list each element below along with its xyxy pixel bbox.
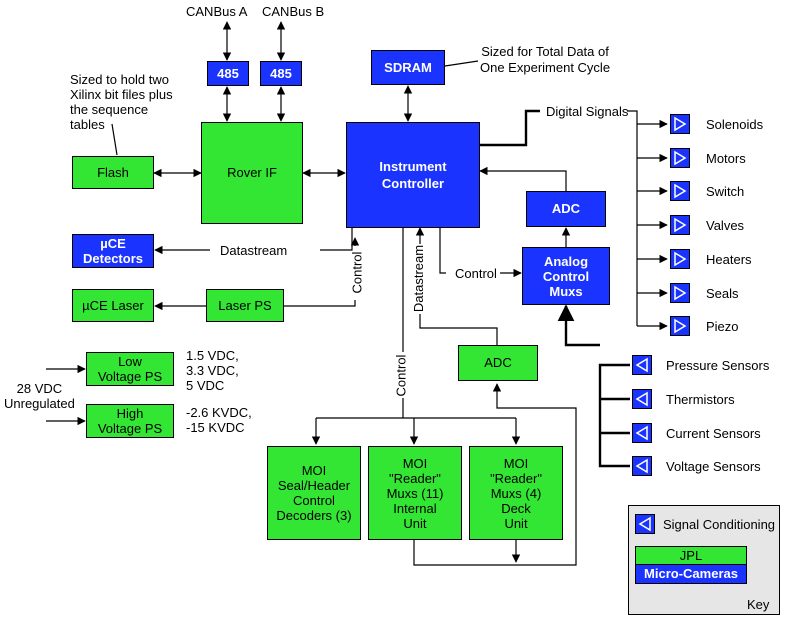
laser-ps-block: Laser PS: [206, 289, 284, 322]
triangle-left-icon: [635, 514, 655, 534]
triangle-left-icon: [632, 355, 652, 375]
rover-if-block: Rover IF: [201, 122, 303, 224]
triangle-right-icon: [670, 215, 690, 235]
output-label: Valves: [706, 218, 745, 233]
triangle-right-icon: [670, 283, 690, 303]
moi-seal-header-block: MOI Seal/Header Control Decoders (3): [267, 446, 361, 540]
control-label-right: Control: [455, 266, 497, 281]
instrument-controller-block: Instrument Controller: [346, 122, 480, 228]
low-voltage-ps-block: Low Voltage PS: [86, 352, 174, 386]
sensor-label: Current Sensors: [666, 426, 761, 441]
output-label: Motors: [706, 151, 746, 166]
triangle-right-icon: [670, 316, 690, 336]
uce-laser-block: µCE Laser: [72, 289, 154, 322]
flash-block: Flash: [72, 156, 154, 189]
control-label-vertical: Control: [393, 354, 409, 397]
uce-detectors-block: µCE Detectors: [72, 234, 154, 268]
sensor-label: Voltage Sensors: [666, 459, 761, 474]
key-micro-cameras-swatch: Micro-Cameras: [635, 564, 747, 584]
output-label: Heaters: [706, 252, 752, 267]
output-label: Piezo: [706, 319, 739, 334]
bus-485-a: 485: [207, 61, 249, 86]
high-voltage-values: -2.6 KVDC, -15 KVDC: [186, 405, 252, 435]
sensor-label: Thermistors: [666, 392, 735, 407]
datastream-label: Datastream: [220, 243, 288, 258]
canbus-b-label: CANBus B: [262, 4, 325, 19]
output-label: Seals: [706, 286, 739, 301]
moi-reader-internal-block: MOI "Reader" Muxs (11) Internal Unit: [368, 446, 462, 540]
triangle-right-icon: [670, 249, 690, 269]
triangle-left-icon: [632, 456, 652, 476]
triangle-right-icon: [670, 181, 690, 201]
digital-signals-label: Digital Signals: [546, 104, 629, 119]
power-input-label: 28 VDC Unregulated: [4, 381, 75, 411]
sdram-note: Sized for Total Data of One Experiment C…: [480, 44, 611, 75]
sdram-block: SDRAM: [371, 50, 445, 85]
control-label-left: Control: [349, 251, 365, 294]
triangle-left-icon: [632, 423, 652, 443]
key-signal-conditioning: Signal Conditioning: [663, 517, 776, 532]
triangle-left-icon: [632, 389, 652, 409]
moi-reader-deck-block: MOI "Reader" Muxs (4) Deck Unit: [469, 446, 563, 540]
low-voltage-values: 1.5 VDC, 3.3 VDC, 5 VDC: [186, 348, 239, 393]
output-label: Switch: [706, 184, 745, 199]
bus-485-b: 485: [260, 61, 302, 86]
key-panel: Signal Conditioning JPL Micro-Cameras Ke…: [628, 505, 780, 615]
analog-control-muxs-block: Analog Control Muxs: [522, 247, 610, 305]
adc-block-upper: ADC: [526, 191, 606, 227]
adc-block-lower: ADC: [458, 345, 538, 381]
datastream-label-vertical: Datastream: [411, 244, 427, 313]
output-label: Solenoids: [706, 117, 764, 132]
key-title: Key: [747, 597, 770, 612]
sensor-label: Pressure Sensors: [666, 358, 770, 373]
triangle-right-icon: [670, 114, 690, 134]
key-jpl-swatch: JPL: [635, 546, 747, 564]
high-voltage-ps-block: High Voltage PS: [86, 404, 174, 438]
flash-note: Sized to hold two Xilinx bit files plus …: [70, 72, 173, 132]
canbus-a-label: CANBus A: [186, 4, 248, 19]
triangle-right-icon: [670, 148, 690, 168]
